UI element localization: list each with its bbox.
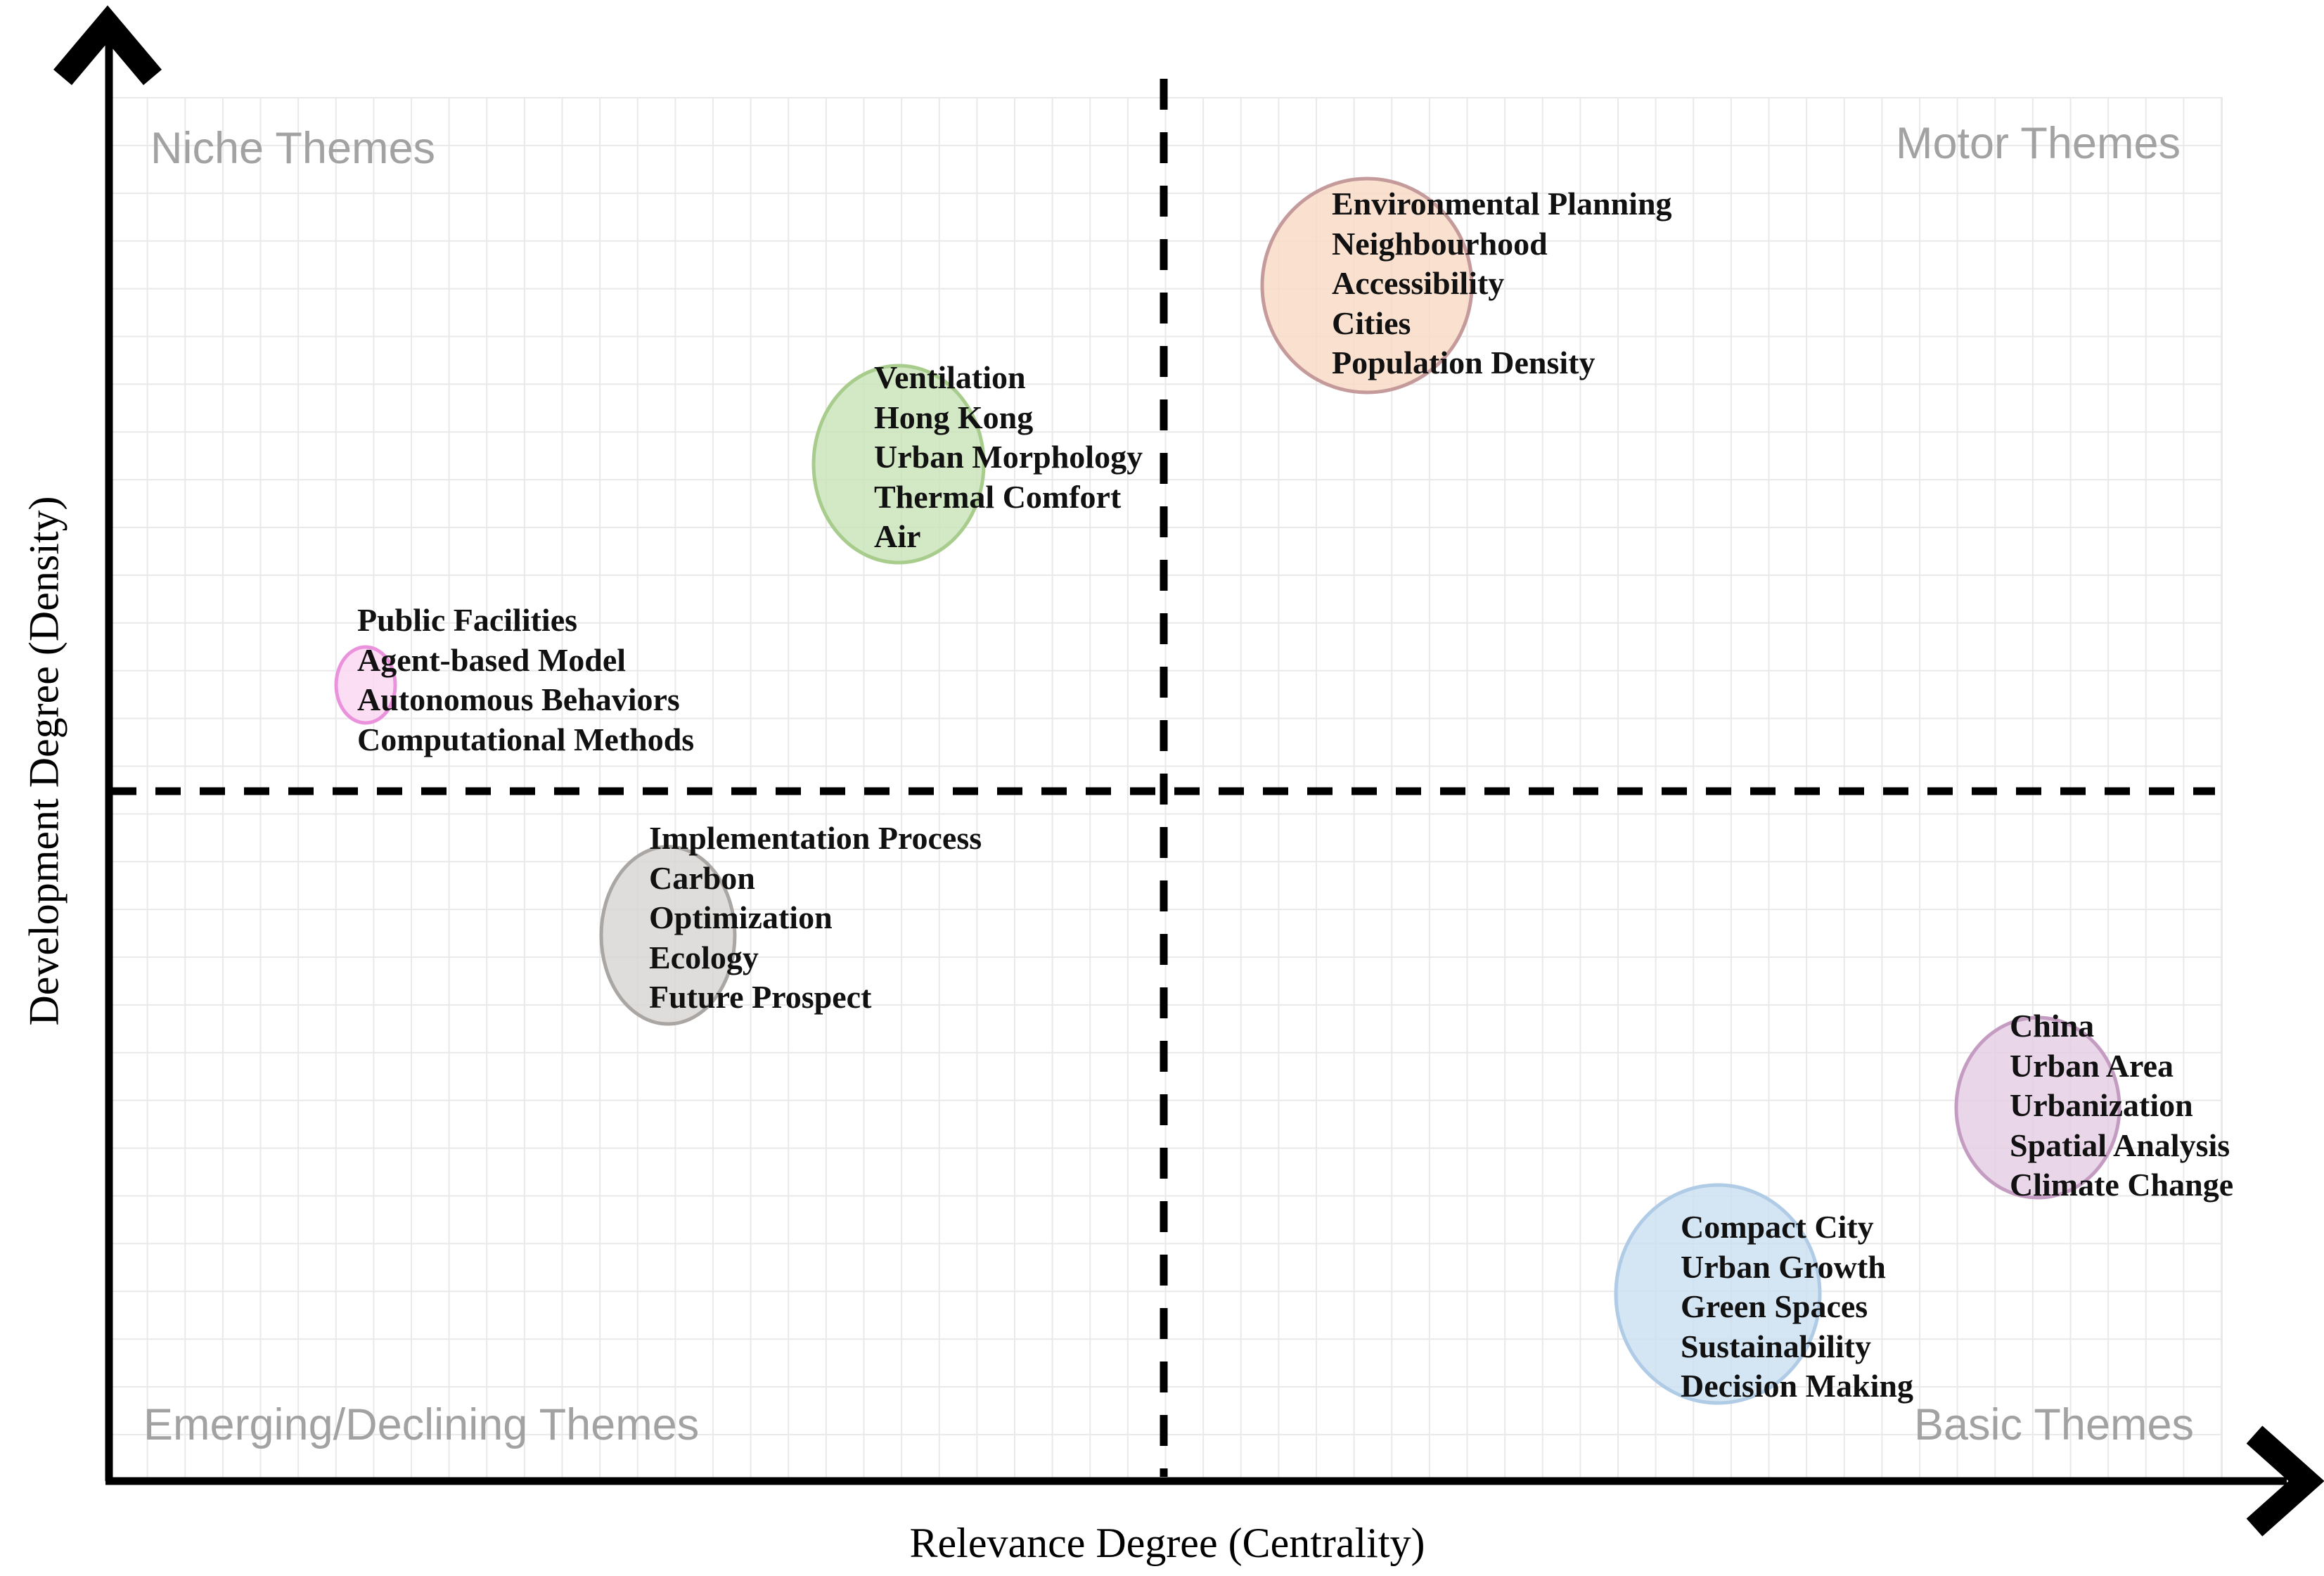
bubble-label-environmental-planning-cluster: Environmental Planning Neighbourhood Acc… xyxy=(1332,186,1672,380)
bubble-label-implementation-process-cluster: Implementation Process Carbon Optimizati… xyxy=(649,820,982,1015)
bubble-label-public-facilities-cluster: Public Facilities Agent-based Model Auto… xyxy=(357,602,695,757)
bubble-ventilation-cluster xyxy=(811,364,986,565)
bubble-china-cluster xyxy=(1954,1016,2121,1200)
bubble-environmental-planning-cluster xyxy=(1260,177,1474,395)
quadrant-label-niche-themes: Niche Themes xyxy=(150,124,436,173)
y-axis-title: Development Degree (Density) xyxy=(20,496,68,1026)
quadrant-label-basic-themes: Basic Themes xyxy=(1914,1400,2194,1449)
y-axis-arrow-icon xyxy=(53,5,162,85)
bubble-label-china-cluster: China Urban Area Urbanization Spatial An… xyxy=(2010,1008,2234,1203)
bubble-label-compact-city-cluster: Compact City Urban Growth Green Spaces S… xyxy=(1681,1209,1913,1404)
x-axis-arrow-icon xyxy=(2246,1426,2324,1537)
bubble-layer xyxy=(334,177,2121,1405)
quadrant-label-emerging-declining-themes: Emerging/Declining Themes xyxy=(143,1400,700,1449)
bubble-label-ventilation-cluster: Ventilation Hong Kong Urban Morphology T… xyxy=(874,359,1143,554)
quadrant-label-motor-themes: Motor Themes xyxy=(1896,119,2181,168)
bubble-public-facilities-cluster xyxy=(334,645,397,725)
x-axis-title: Relevance Degree (Centrality) xyxy=(909,1520,1425,1566)
bubble-compact-city-cluster xyxy=(1614,1183,1822,1405)
bubble-implementation-process-cluster xyxy=(599,845,737,1026)
